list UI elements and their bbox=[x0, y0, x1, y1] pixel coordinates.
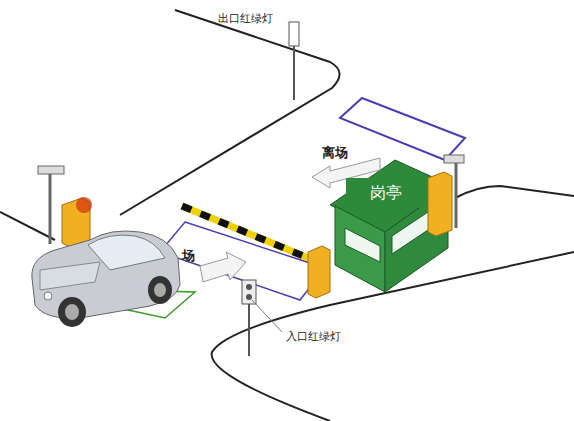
car bbox=[32, 231, 180, 327]
barrier-gate bbox=[308, 246, 330, 298]
scene-label: 出口红绿灯 bbox=[218, 12, 273, 25]
barrier-gate bbox=[428, 172, 452, 236]
road-edge bbox=[455, 186, 574, 198]
traffic-light bbox=[242, 280, 256, 304]
leader-line bbox=[252, 300, 282, 332]
camera-pole bbox=[455, 160, 458, 228]
barrier-arm bbox=[182, 206, 318, 262]
camera bbox=[38, 166, 64, 174]
exit-lane bbox=[340, 98, 465, 160]
traffic-light bbox=[289, 22, 299, 46]
camera bbox=[444, 155, 464, 163]
scene-label: 入口红绿灯 bbox=[286, 330, 341, 343]
barrier-arm bbox=[182, 206, 318, 262]
road-edge bbox=[120, 10, 340, 215]
booth-wall bbox=[335, 206, 385, 292]
road-edge bbox=[0, 212, 55, 240]
scene-label: 场 bbox=[182, 248, 195, 264]
entry-arrow bbox=[200, 252, 246, 282]
scene-label: 离场 bbox=[322, 145, 348, 161]
booth-window bbox=[345, 228, 380, 262]
gate-lamp bbox=[76, 197, 92, 213]
camera-pole bbox=[49, 172, 52, 244]
booth-label: 岗亭 bbox=[370, 183, 402, 204]
booth-sign: 岗亭 bbox=[346, 178, 426, 208]
light-pole bbox=[248, 300, 250, 356]
